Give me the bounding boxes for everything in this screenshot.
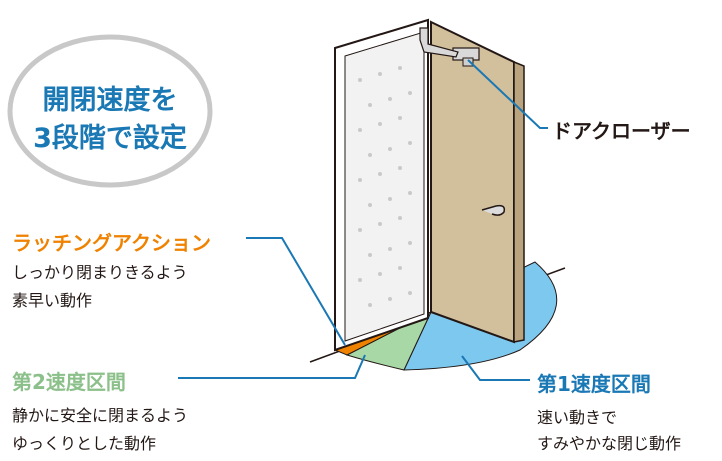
speed2-desc-line-1: 静かに安全に閉まるよう	[12, 406, 189, 425]
speed1-title: 第1速度区間	[537, 372, 651, 396]
door-leaf	[430, 20, 515, 344]
badge-line-1: 開閉速度を	[42, 85, 178, 116]
speed1-callout-line	[461, 355, 530, 381]
door-closer-device	[419, 27, 480, 67]
speed2-callout-line	[178, 354, 366, 379]
speed1-desc-line-2: すみやかな閉じ動作	[537, 434, 682, 453]
door-edge	[513, 60, 525, 343]
closer-callout-line	[467, 59, 548, 129]
door-frame-inner	[344, 31, 425, 342]
door-handle	[481, 204, 506, 216]
latching-desc-line-1: しっかり閉まりきるよう	[12, 263, 188, 282]
frame-dot-pattern	[358, 66, 412, 307]
badge-ring	[7, 34, 213, 188]
badge-line-2: 3段階で設定	[33, 123, 187, 154]
speed1-desc-line-1: 速い動きで	[537, 408, 618, 427]
speed2-desc-line-2: ゆっくりとした動作	[12, 434, 157, 453]
latching-title: ラッチングアクション	[12, 231, 211, 255]
door-closer-label: ドアクローザー	[552, 119, 691, 143]
latching-callout-line	[246, 237, 346, 346]
latching-desc-line-2: 素早い動作	[12, 291, 93, 310]
speed2-title: 第2速度区間	[12, 370, 126, 394]
